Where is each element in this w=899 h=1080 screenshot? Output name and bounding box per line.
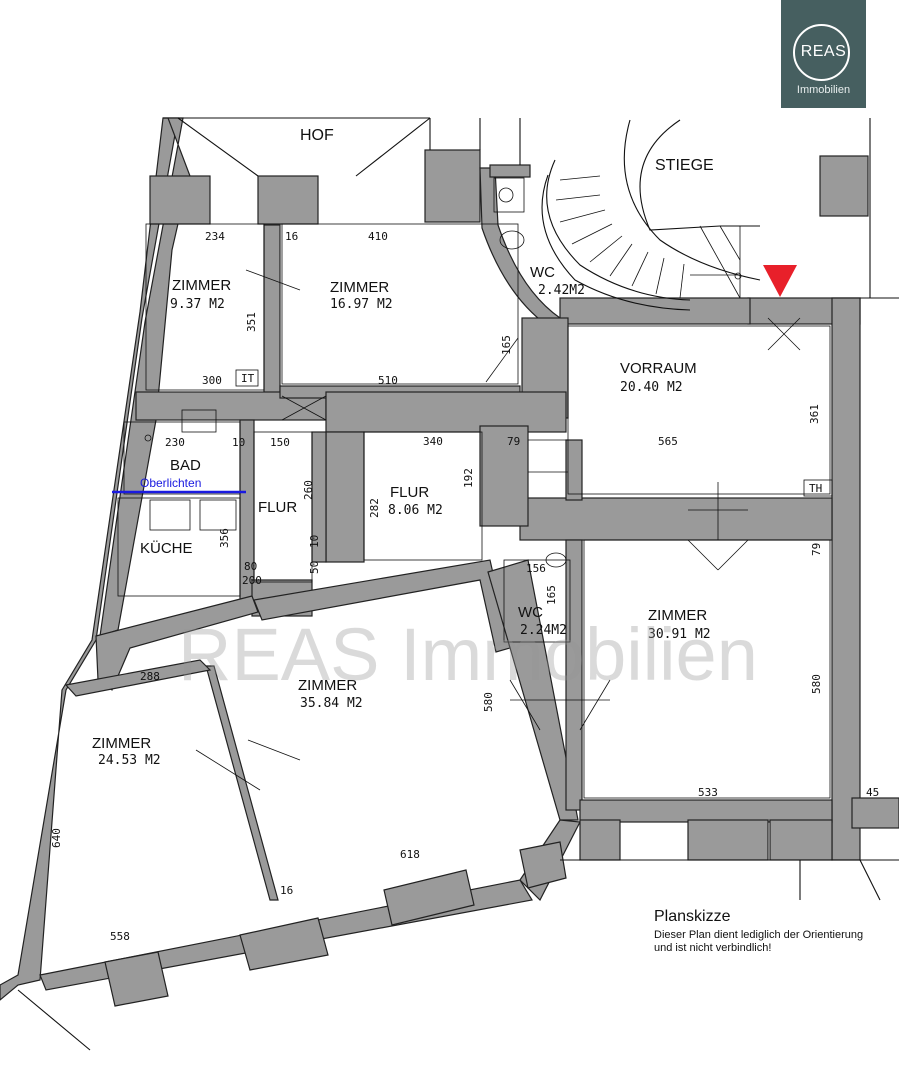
staircase [541, 119, 761, 311]
room-name: ZIMMER [172, 277, 231, 294]
room-name: WC [518, 604, 543, 621]
stairs-label: STIEGE [655, 157, 714, 174]
logo-circle [793, 24, 850, 81]
room-name: FLUR [390, 484, 429, 501]
dimension-label: 230 [165, 436, 185, 449]
dimension-label: 16 [285, 230, 298, 243]
dimension-label: 510 [378, 374, 398, 387]
room-area: 20.40 M2 [620, 380, 683, 395]
room-area: 30.91 M2 [648, 627, 711, 642]
room-name: ZIMMER [330, 279, 389, 296]
dimension-label: 533 [698, 786, 718, 799]
room-area: 24.53 M2 [98, 753, 161, 768]
dimension-label: 234 [205, 230, 225, 243]
th-marker: TH [809, 482, 822, 495]
dimension-label: 580 [482, 692, 495, 712]
dimensions: 234 16 410 351 300 510 165 230 10 150 34… [50, 230, 879, 943]
dimension-label: 565 [658, 435, 678, 448]
dimension-label: 10 [232, 436, 245, 449]
dimension-label: 558 [110, 930, 130, 943]
note-line: und ist nicht verbindlich! [654, 942, 771, 954]
entrance-marker [763, 265, 797, 297]
dimension-label: 165 [545, 585, 558, 605]
room-name: VORRAUM [620, 360, 697, 377]
room-area: 8.06 M2 [388, 503, 443, 518]
dimension-label: 288 [140, 670, 160, 683]
room-name: FLUR [258, 499, 297, 516]
dimension-label: 156 [526, 562, 546, 575]
dimension-label: 356 [218, 528, 231, 548]
courtyard-label: HOF [300, 127, 334, 144]
outline-lines [17, 117, 899, 1051]
dimension-label: 79 [507, 435, 520, 448]
dimension-label: 580 [810, 674, 823, 694]
room-name: ZIMMER [92, 735, 151, 752]
logo-subtitle: Immobilien [796, 84, 851, 96]
dimension-label: 361 [808, 404, 821, 424]
dimension-label: 79 [810, 543, 823, 556]
dimension-label: 200 [242, 574, 262, 587]
dimension-label: 260 [302, 480, 315, 500]
dimension-label: 282 [368, 498, 381, 518]
room-name: BAD [170, 457, 201, 474]
dimension-label: 150 [270, 436, 290, 449]
dimension-label: 192 [462, 468, 475, 488]
room-name: ZIMMER [648, 607, 707, 624]
dimension-label: 10 [308, 535, 321, 548]
outer-walls [0, 117, 899, 1007]
dimension-label: 340 [423, 435, 443, 448]
dimension-label: 618 [400, 848, 420, 861]
it-marker: IT [241, 372, 255, 385]
dimension-label: 300 [202, 374, 222, 387]
interior-lines [117, 177, 831, 799]
oberlichten-label: Oberlichten [140, 476, 201, 490]
room-name: ZIMMER [298, 677, 357, 694]
room-area: 16.97 M2 [330, 297, 393, 312]
dimension-label: 410 [368, 230, 388, 243]
dimension-label: 45 [866, 786, 879, 799]
dimension-label: 165 [500, 335, 513, 355]
room-area: 35.84 M2 [300, 696, 363, 711]
room-area: 2.24M2 [520, 623, 567, 638]
dimension-label: 351 [245, 312, 258, 332]
note-line: Dieser Plan dient lediglich der Orientie… [654, 929, 863, 941]
brand-logo: REAS Immobilien [781, 0, 866, 108]
dimension-label: 16 [280, 884, 293, 897]
dimension-label: 640 [50, 828, 63, 848]
note-title: Planskizze [654, 908, 731, 925]
dimension-label: 80 [244, 560, 257, 573]
watermark: REAS Immobilien [178, 613, 758, 696]
room-area: 2.42M2 [538, 283, 585, 298]
logo-brand: REAS [800, 43, 847, 60]
room-area: 9.37 M2 [170, 297, 225, 312]
dimension-label: 50 [308, 561, 321, 574]
room-name: WC [530, 264, 555, 281]
room-name: KÜCHE [140, 539, 193, 557]
